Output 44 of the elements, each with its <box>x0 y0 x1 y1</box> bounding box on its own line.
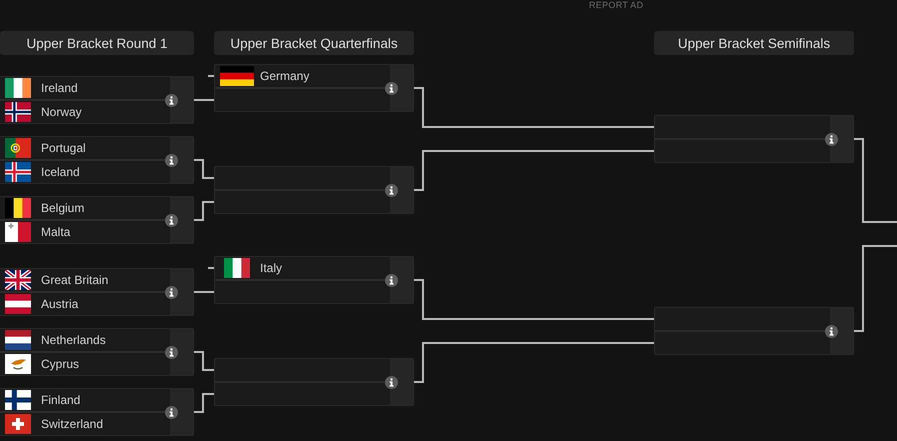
match-card <box>214 256 414 304</box>
connector-line <box>414 150 654 191</box>
connector-line <box>854 245 897 332</box>
match-card <box>214 166 414 214</box>
team-name: Norway <box>41 105 82 119</box>
round-header: Upper Bracket Round 1 <box>0 31 194 55</box>
match-card <box>214 64 414 112</box>
team-name: Ireland <box>41 81 78 95</box>
round-header: Upper Bracket Quarterfinals <box>214 31 414 55</box>
connector-line <box>207 267 214 269</box>
match-card <box>654 115 854 163</box>
match-card <box>0 196 194 244</box>
connector-line <box>194 351 214 371</box>
team-name: Cyprus <box>41 357 80 371</box>
connector-line <box>194 159 214 179</box>
team-name: Malta <box>41 225 70 239</box>
team-name: Great Britain <box>41 273 108 287</box>
connector-line <box>414 87 654 128</box>
ad-notice-text: REPORT AD <box>589 0 644 10</box>
team-name: Italy <box>260 261 282 275</box>
match-card <box>214 358 414 406</box>
team-name: Germany <box>260 69 310 83</box>
match-card <box>0 76 194 124</box>
connector-line <box>194 291 214 293</box>
round-header: Upper Bracket Semifinals <box>654 31 854 55</box>
match-card <box>654 307 854 355</box>
team-name: Austria <box>41 297 78 311</box>
connector-line <box>207 75 214 77</box>
connector-line <box>194 99 214 101</box>
connector-line <box>414 342 654 383</box>
connector-line <box>194 393 214 413</box>
team-name: Netherlands <box>41 333 106 347</box>
connector-line <box>194 201 214 221</box>
match-card <box>0 268 194 316</box>
team-name: Finland <box>41 393 80 407</box>
team-name: Belgium <box>41 201 84 215</box>
connector-line <box>414 279 654 320</box>
team-name: Switzerland <box>41 417 104 431</box>
match-card <box>0 136 194 184</box>
match-card <box>0 388 194 436</box>
team-name: Iceland <box>41 165 80 179</box>
match-card <box>0 328 194 376</box>
connector-line <box>854 138 897 223</box>
team-name: Portugal <box>41 141 86 155</box>
